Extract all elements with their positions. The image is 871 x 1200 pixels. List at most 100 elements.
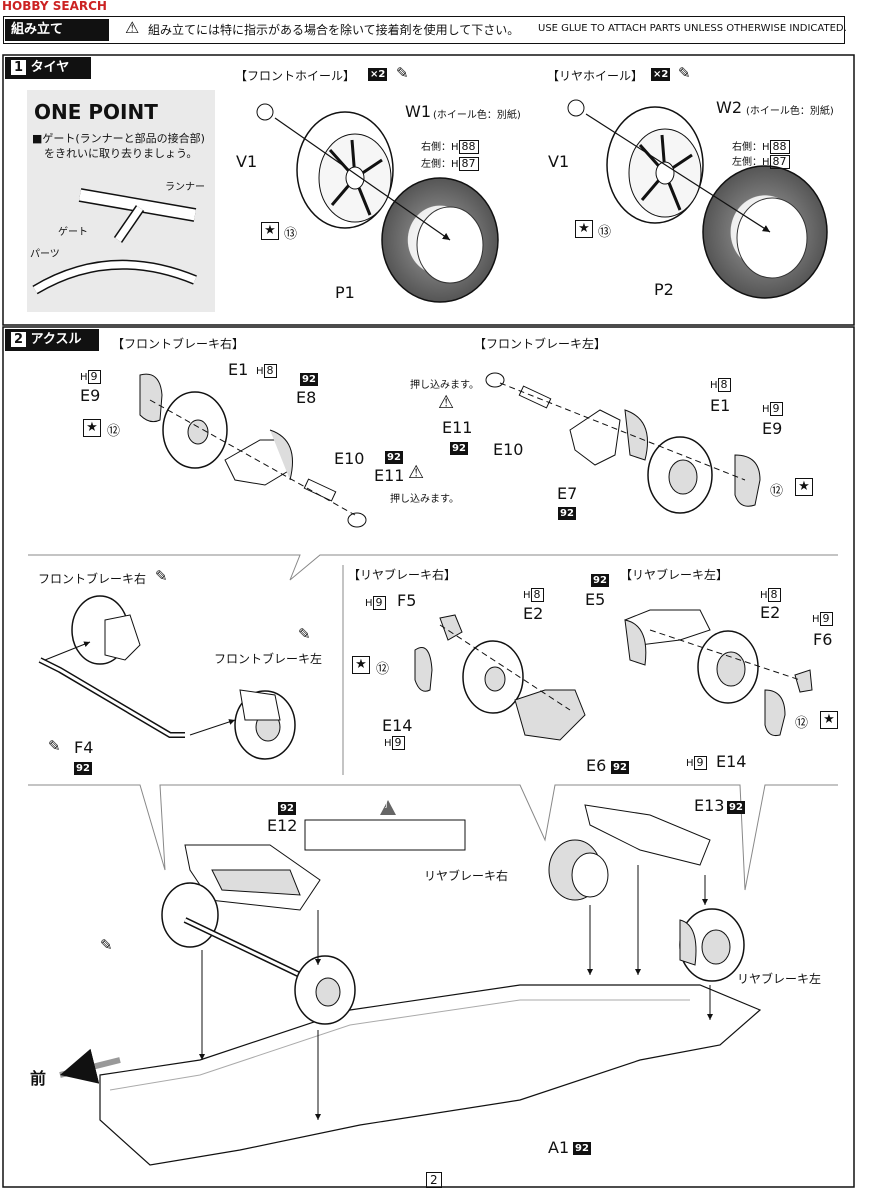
warning-icon: ⚠ [408,462,425,483]
fbl-e11: E11 [442,418,473,437]
fbr-sticker: ⑫ [107,424,121,439]
header-notice-en: USE GLUE TO ATTACH PARTS UNLESS OTHERWIS… [538,23,847,34]
fbr-e1: E1 [228,360,249,379]
fbr-c92b: 92 [385,451,403,464]
fbl-c92: 92 [450,442,468,455]
steer-c92: 92 [74,762,92,775]
header-title: 組み立て [5,19,109,41]
section2-title: アクスル [30,332,82,347]
w2-color-note: (ホイール色：別紙) [746,106,834,117]
fbl-e1: E1 [710,396,731,415]
chassis-e12: E12 [267,816,298,835]
part-w1: W1 [405,102,431,121]
star-sticker-icon: ★ [795,478,813,496]
section1-number: 1 [11,60,27,75]
chassis-c92b: 92 [727,801,745,814]
fbl-press-note: 押し込みます。 [410,380,479,391]
label-parts: パーツ [30,249,60,260]
part-p2: P2 [654,280,674,299]
w1-color-note: (ホイール色：別紙) [433,110,521,121]
rbr-e14: E14 [382,716,413,735]
fbl-c92b: 92 [558,507,576,520]
front-arrow-label: 前 [379,800,389,810]
warning-icon: ⚠ [438,392,455,413]
rbl-f6: F6 [813,630,833,649]
glue-icon-front-wheel: ✎ [396,64,409,82]
section1-heading: 1 タイヤ [5,57,91,79]
steer-front-brake-left: フロントブレーキ左 [214,652,323,666]
fbr-e9: E9 [80,386,101,405]
rbr-e6: E6 [586,756,607,775]
glue-icon: ✎ [100,936,113,954]
label-gate: ゲート [58,227,88,238]
rbr-c92: 92 [611,761,629,774]
front-wheel-multiplier: ×2 [368,68,388,81]
rear-wheel-multiplier: ×2 [651,68,671,81]
fbl-e10: E10 [493,440,524,459]
section2-number: 2 [11,332,27,347]
glue-icon: ✎ [155,567,168,585]
chassis-e13: E13 [694,796,725,815]
part-v1-front: V1 [236,152,258,171]
page-number: 2 [426,1172,442,1188]
rbr-e2: E2 [523,604,544,623]
star-sticker-icon: ★ [820,711,838,729]
section1-title: タイヤ [30,60,70,75]
fbl-e7: E7 [557,484,578,503]
steer-f4: F4 [74,738,94,757]
front-wheel-sticker-number: ⑬ [284,227,298,242]
one-point-title: ONE POINT [34,100,158,124]
chassis-front-label: 前 [30,1069,47,1088]
chassis-c92c: 92 [573,1142,591,1155]
glue-icon: ✎ [298,625,311,643]
section2-heading: 2 アクスル [5,329,99,351]
star-sticker-icon: ★ [575,220,593,238]
rbl-e5: E5 [585,590,606,609]
front-brake-right-heading: 【フロントブレーキ右】 [112,337,245,351]
header-bar [3,16,845,44]
header-notice-jp: 組み立てには特に指示がある場合を除いて接着剤を使用して下さい。 [148,23,520,37]
fbr-press-note: 押し込みます。 [390,494,459,505]
star-sticker-icon: ★ [261,222,279,240]
front-wheel-heading: 【フロントホイール】 [235,69,356,83]
chassis-rear-brake-left: リヤブレーキ左 [737,972,822,986]
fbl-e9: E9 [762,419,783,438]
star-sticker-icon: ★ [83,419,101,437]
chassis-a1: A1 [548,1138,570,1157]
warning-icon: ⚠ [125,18,140,37]
rear-brake-right-heading: 【リヤブレーキ右】 [348,568,457,582]
fbr-e10: E10 [334,449,365,468]
glue-icon: ✎ [48,737,61,755]
star-sticker-icon: ★ [352,656,370,674]
rear-wheel-sticker-number: ⑬ [598,225,612,240]
steer-front-brake-right: フロントブレーキ右 [38,572,147,586]
watermark: HOBBY SEARCH [2,0,107,13]
fbr-e8: E8 [296,388,317,407]
part-p1: P1 [335,283,355,302]
glue-icon-rear-wheel: ✎ [678,64,691,82]
fbr-e11: E11 [374,466,405,485]
rbl-e14: E14 [716,752,747,771]
rear-wheel-heading: 【リヤホイール】 [547,69,644,83]
rbr-f5: F5 [397,591,417,610]
rbl-e2: E2 [760,603,781,622]
fbr-c92: 92 [300,373,318,386]
rbl-sticker: ⑫ [795,716,809,731]
chassis-rear-brake-right: リヤブレーキ右 [424,869,509,883]
one-point-text-1: ■ゲート(ランナーと部品の接合部) [32,132,205,145]
one-point-text-2: をきれいに取り去りましょう。 [44,147,198,160]
rear-brake-left-heading: 【リヤブレーキ左】 [620,568,729,582]
